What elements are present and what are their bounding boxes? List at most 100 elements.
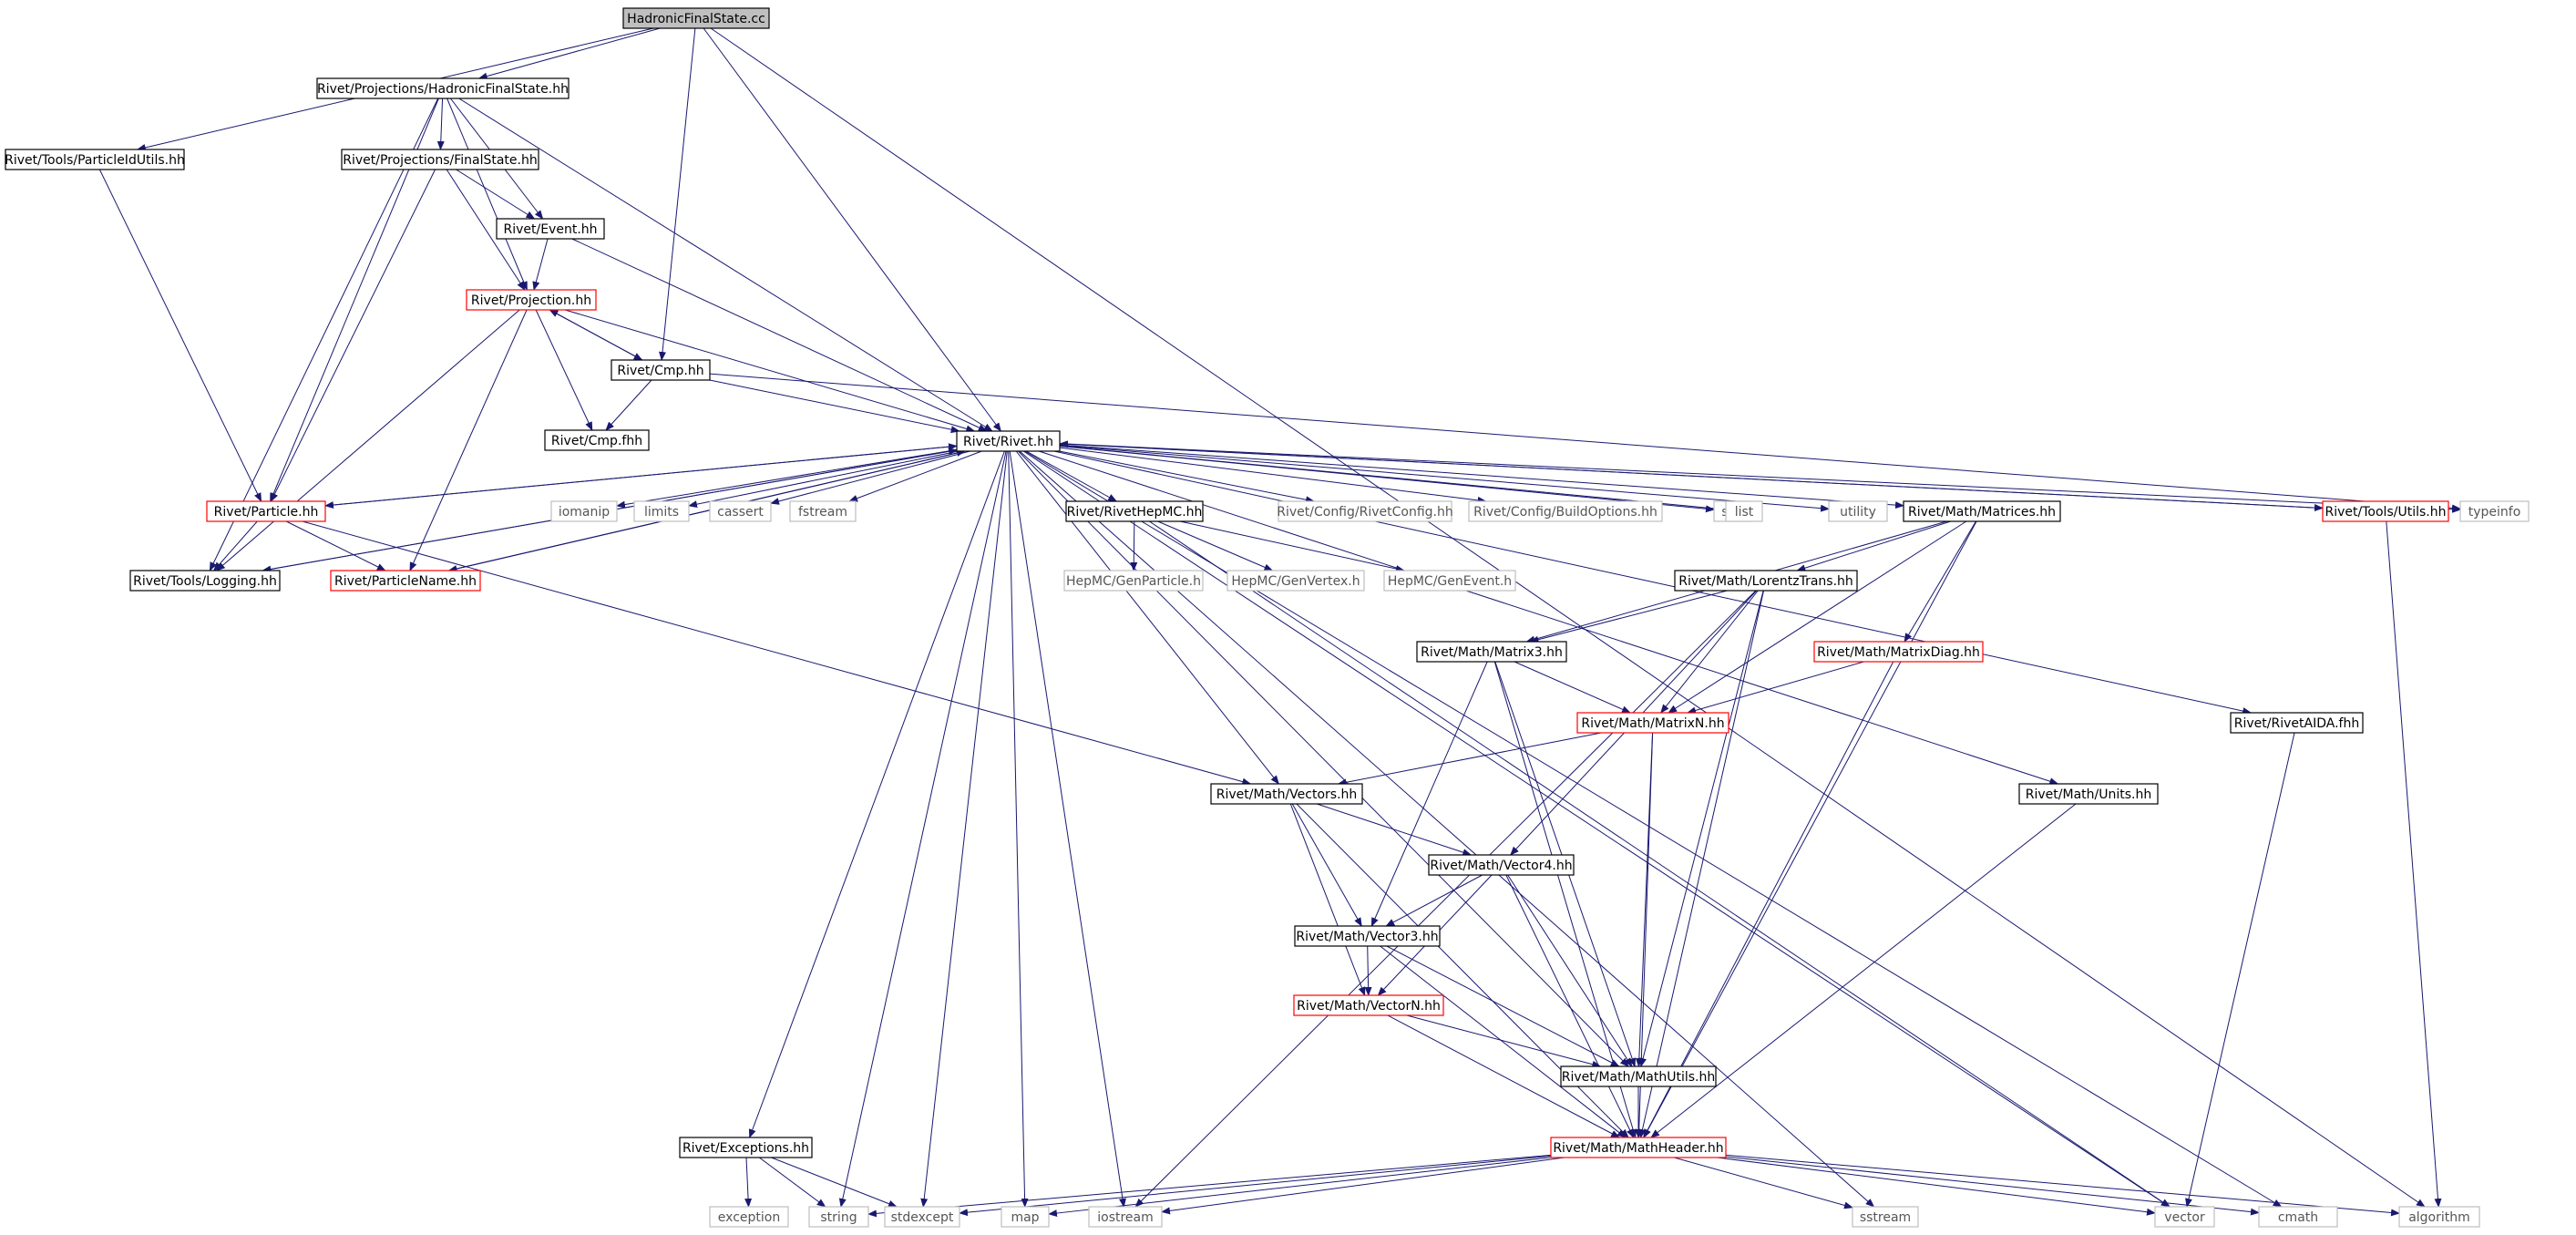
graph-node-vectors[interactable]: Rivet/Math/Vectors.hh: [1210, 783, 1363, 805]
node-label: iomanip: [559, 505, 610, 520]
node-label: Rivet/Projections/HadronicFinalState.hh: [317, 82, 569, 97]
node-label: Rivet/Particle.hh: [214, 505, 319, 520]
edge-tutils-to-rivet: [1059, 440, 2324, 509]
node-box: [633, 500, 690, 522]
edge-mathheader-to-sstream: [1674, 1157, 1853, 1209]
graph-node-mathutils[interactable]: Rivet/Math/MathUtils.hh: [1560, 1065, 1717, 1087]
graph-node-mathheader[interactable]: Rivet/Math/MathHeader.hh: [1550, 1137, 1727, 1158]
node-label: sstream: [1860, 1210, 1911, 1225]
graph-node-fs[interactable]: Rivet/Projections/FinalState.hh: [341, 149, 539, 170]
edge-matrix3-to-matrixn: [1514, 661, 1631, 714]
graph-node-list: list: [1725, 500, 1763, 522]
node-box: [316, 77, 570, 99]
graph-node-event[interactable]: Rivet/Event.hh: [496, 218, 605, 240]
edge-rivet-to-units: [1039, 450, 2059, 786]
edge-root-to-rivet: [703, 27, 1001, 432]
node-label: Rivet/Math/MathUtils.hh: [1562, 1070, 1716, 1085]
graph-node-vectorn[interactable]: Rivet/Math/VectorN.hh: [1293, 994, 1444, 1016]
edge-rivet-to-hepmc: [1026, 450, 1118, 502]
graph-node-pname[interactable]: Rivet/ParticleName.hh: [330, 570, 481, 592]
node-box: [1210, 783, 1363, 805]
graph-node-matrix3[interactable]: Rivet/Math/Matrix3.hh: [1416, 641, 1567, 663]
graph-node-aida[interactable]: Rivet/RivetAIDA.fhh: [2230, 712, 2364, 734]
graph-node-mdiag[interactable]: Rivet/Math/MatrixDiag.hh: [1813, 641, 1984, 663]
node-label: fstream: [798, 505, 847, 520]
edge-cmp-to-rivet: [709, 379, 960, 434]
edge-rivet-to-mathutils: [1018, 450, 1629, 1067]
node-box: [1063, 570, 1204, 592]
edge-proj-to-cmpf: [535, 309, 593, 431]
edge-vector4-to-vector3: [1385, 874, 1483, 927]
graph-node-exception: exception: [709, 1206, 789, 1228]
edge-matrix3-to-vector3: [1370, 661, 1488, 927]
node-box: [789, 500, 857, 522]
node-box: [1088, 1206, 1163, 1228]
node-label: Rivet/Math/Vector4.hh: [1430, 859, 1572, 873]
edge-hepmc-to-genevent: [1179, 520, 1405, 572]
node-box: [1674, 570, 1858, 592]
graph-node-particle[interactable]: Rivet/Particle.hh: [206, 500, 326, 522]
node-label: algorithm: [2408, 1210, 2470, 1225]
edge-vector4-to-mathheader: [1505, 874, 1635, 1138]
node-label: Rivet/Config/RivetConfig.hh: [1277, 505, 1452, 520]
graph-node-exceptions[interactable]: Rivet/Exceptions.hh: [679, 1137, 813, 1158]
node-label: Rivet/Tools/Logging.hh: [133, 574, 277, 589]
graph-node-matrixn[interactable]: Rivet/Math/MatrixN.hh: [1576, 712, 1729, 734]
node-label: Rivet/Math/Vectors.hh: [1216, 787, 1358, 802]
graph-node-pidu[interactable]: Rivet/Tools/ParticleIdUtils.hh: [5, 149, 185, 170]
node-box: [206, 500, 326, 522]
node-label: limits: [644, 505, 679, 520]
graph-node-lorentz[interactable]: Rivet/Math/LorentzTrans.hh: [1674, 570, 1858, 592]
node-box: [330, 570, 481, 592]
node-box: [884, 1206, 960, 1228]
edge-mathheader-to-string: [867, 1154, 1552, 1218]
edge-units-to-mathheader: [1650, 803, 2077, 1138]
edge-rivet-to-utility: [1059, 445, 1830, 512]
edge-vectors-to-vectorn: [1289, 803, 1366, 996]
edge-rivet-to-iostream: [1009, 450, 1126, 1208]
edge-hepmc-to-genvertex: [1157, 520, 1274, 571]
node-box: [1293, 994, 1444, 1016]
edges-layer: [98, 27, 2461, 1218]
node-label: Rivet/Math/Matrices.hh: [1908, 505, 2056, 520]
node-box: [5, 149, 185, 170]
node-box: [1001, 1206, 1050, 1228]
node-box: [1065, 500, 1204, 522]
graph-node-tutils[interactable]: Rivet/Tools/Utils.hh: [2322, 500, 2449, 522]
node-box: [1226, 570, 1365, 592]
graph-node-cmp[interactable]: Rivet/Cmp.hh: [611, 359, 711, 381]
edge-vectorn-to-mathheader: [1387, 1014, 1621, 1138]
edge-hfs-to-proj: [446, 98, 528, 291]
edge-mathheader-to-vector: [1717, 1157, 2156, 1216]
node-label: Rivet/Event.hh: [503, 222, 597, 237]
graph-node-fstream: fstream: [789, 500, 857, 522]
node-box: [709, 500, 772, 522]
edge-root-to-hfs: [477, 27, 661, 80]
node-label: exception: [718, 1210, 780, 1225]
graph-node-root[interactable]: HadronicFinalState.cc: [622, 7, 770, 29]
graph-node-vector4[interactable]: Rivet/Math/Vector4.hh: [1428, 854, 1575, 876]
node-label: Rivet/Cmp.fhh: [551, 434, 642, 448]
edge-lorentz-to-mathutils: [1639, 590, 1764, 1067]
graph-node-vector3[interactable]: Rivet/Math/Vector3.hh: [1294, 925, 1441, 947]
node-label: Rivet/Math/Vector3.hh: [1296, 930, 1438, 944]
node-box: [1278, 500, 1452, 522]
edge-exceptions-to-exception: [744, 1157, 753, 1208]
node-box: [2258, 1206, 2338, 1228]
edge-vectorn-to-mathutils: [1406, 1014, 1602, 1068]
graph-node-logging[interactable]: Rivet/Tools/Logging.hh: [129, 570, 281, 592]
node-label: iostream: [1097, 1210, 1154, 1225]
graph-node-proj[interactable]: Rivet/Projection.hh: [466, 289, 597, 311]
graph-node-hfs[interactable]: Rivet/Projections/HadronicFinalState.hh: [316, 77, 570, 99]
graph-node-hepmc[interactable]: Rivet/RivetHepMC.hh: [1065, 500, 1204, 522]
edge-fs-to-event: [456, 169, 536, 220]
node-box: [2322, 500, 2449, 522]
edge-event-to-proj: [532, 238, 549, 291]
graph-node-matrices[interactable]: Rivet/Math/Matrices.hh: [1903, 500, 2061, 522]
edge-mdiag-to-matrixn: [1687, 661, 1864, 715]
graph-node-rivet[interactable]: Rivet/Rivet.hh: [956, 430, 1061, 452]
graph-node-cmpf[interactable]: Rivet/Cmp.fhh: [544, 429, 650, 451]
node-label: Rivet/RivetAIDA.fhh: [2234, 716, 2359, 731]
graph-node-genevent: HepMC/GenEvent.h: [1383, 570, 1516, 592]
graph-node-units[interactable]: Rivet/Math/Units.hh: [2018, 783, 2159, 805]
